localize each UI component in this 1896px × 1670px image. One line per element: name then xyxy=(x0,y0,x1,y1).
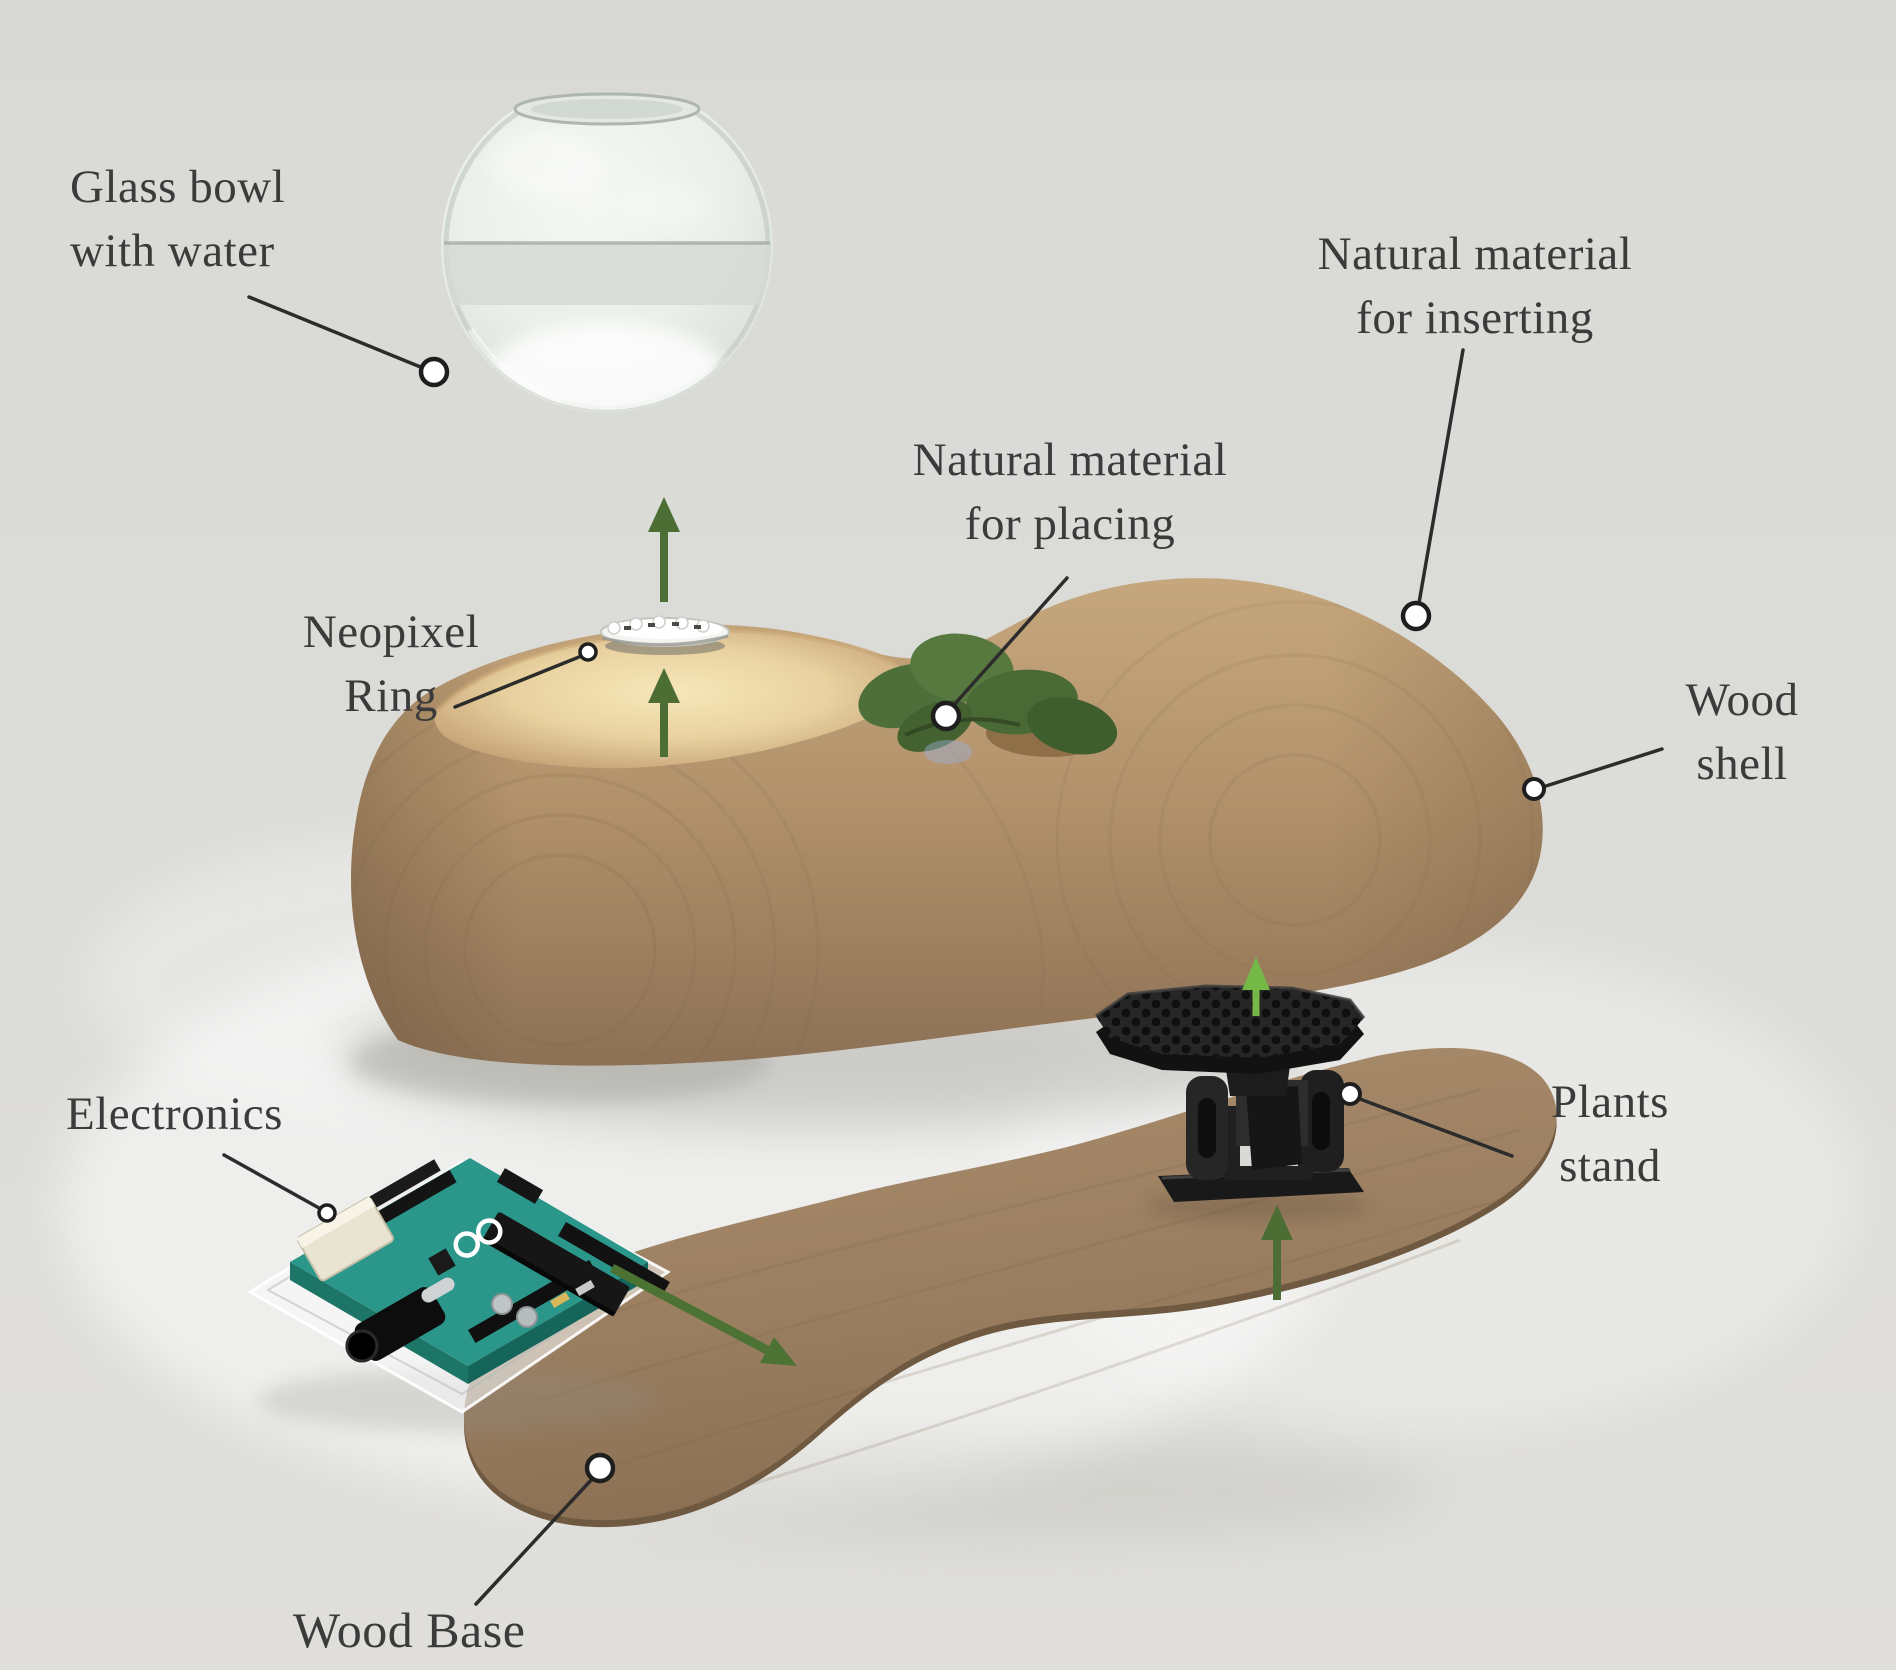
leader-electronics xyxy=(222,1153,321,1210)
label-line: Plants xyxy=(1551,1076,1669,1128)
arrow-up-shell-to-ring-icon xyxy=(648,668,680,757)
label-line: Wood xyxy=(1685,674,1799,726)
label-line: for inserting xyxy=(1356,292,1594,344)
label-natural-placing: Natural material for placing xyxy=(840,428,1300,556)
label-natural-inserting: Natural material for inserting xyxy=(1245,222,1705,350)
leader-neopixel xyxy=(453,655,581,709)
capacitor xyxy=(516,1306,538,1328)
assembly-arrows xyxy=(609,497,1293,1366)
label-wood-shell: Wood shell xyxy=(1612,668,1872,796)
glass-bowl-illustration xyxy=(441,92,773,413)
wood-shell-illustration xyxy=(351,578,1543,1066)
smd-chip xyxy=(428,1248,456,1276)
label-line: with water xyxy=(70,225,275,277)
label-line: Natural material xyxy=(1317,228,1633,280)
label-line: Neopixel xyxy=(302,606,480,658)
marker-glass-bowl xyxy=(418,356,450,388)
label-glass-bowl: Glass bowl with water xyxy=(70,155,285,283)
arrow-up-ring-to-bowl-icon xyxy=(648,497,680,602)
leader-wood-base xyxy=(474,1476,595,1606)
arrow-up-base-to-stand-icon xyxy=(1261,1205,1293,1300)
pin-header-socket xyxy=(558,1222,670,1296)
leader-glass-bowl xyxy=(247,295,425,370)
label-line: Glass bowl xyxy=(70,161,286,213)
label-line: Ring xyxy=(344,670,438,722)
neopixel-leds xyxy=(607,615,710,635)
label-plants-stand: Plants stand xyxy=(1480,1070,1740,1198)
arduino-board-illustration xyxy=(247,1158,671,1432)
label-electronics: Electronics xyxy=(66,1082,283,1146)
stand-pivot-flap xyxy=(1246,1086,1302,1170)
arrow-up-stand-to-shell-icon xyxy=(1242,957,1270,1016)
marker-neopixel xyxy=(578,642,598,662)
barrel-jack xyxy=(345,1287,446,1363)
capacitor xyxy=(491,1293,513,1315)
label-line: Wood Base xyxy=(293,1602,526,1658)
smd-resistor xyxy=(550,1292,570,1308)
marker-placing xyxy=(930,700,962,732)
marker-wood-base xyxy=(584,1452,616,1484)
leader-plants-stand xyxy=(1358,1097,1514,1158)
smd-resistor xyxy=(575,1280,595,1296)
water-band xyxy=(444,243,770,305)
callout-leaders xyxy=(222,295,1664,1606)
arrow-diagonal-arduino-to-base-icon xyxy=(609,1264,797,1366)
leader-wood-shell xyxy=(1544,747,1664,788)
marker-inserting xyxy=(1400,600,1432,632)
label-line: stand xyxy=(1559,1140,1661,1192)
label-neopixel-ring: Neopixel Ring xyxy=(231,600,551,728)
label-line: for placing xyxy=(964,498,1176,550)
label-line: Electronics xyxy=(66,1088,283,1140)
leader-placing xyxy=(951,576,1069,708)
marker-wood-shell xyxy=(1522,777,1546,801)
atmega-chip xyxy=(481,1212,630,1317)
plants-stand-illustration xyxy=(1095,984,1370,1220)
label-line: Natural material xyxy=(912,434,1228,486)
callout-markers xyxy=(317,356,1546,1484)
icsp-header xyxy=(496,1168,544,1204)
marker-electronics xyxy=(317,1203,337,1223)
neopixel-ring-illustration xyxy=(600,615,730,655)
leader-inserting xyxy=(1417,348,1465,605)
oscillator xyxy=(421,1277,455,1303)
marker-plants-stand xyxy=(1338,1082,1362,1106)
label-line: shell xyxy=(1696,738,1788,790)
label-wood-base: Wood Base xyxy=(293,1598,525,1662)
arduino-logo-icon xyxy=(453,1218,503,1258)
